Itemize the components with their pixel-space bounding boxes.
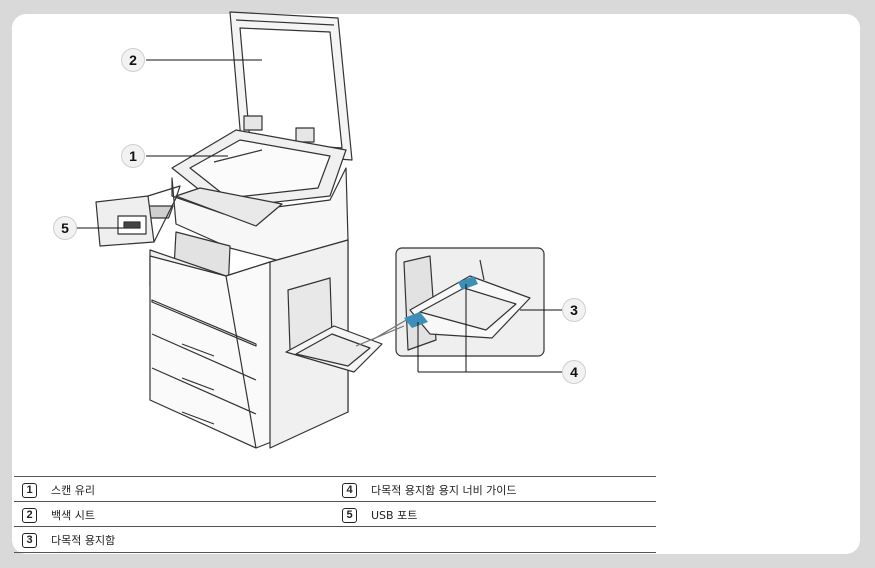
legend-number: 3	[22, 532, 37, 548]
control-panel	[175, 187, 283, 227]
legend-row: 3 다목적 용지함	[14, 526, 656, 553]
legend-row: 2 백색 시트 5 USB 포트	[14, 501, 656, 527]
legend-text: USB 포트	[371, 509, 418, 522]
legend-text: 다목적 용지함	[51, 534, 116, 547]
legend-number: 4	[342, 482, 357, 498]
legend-number: 5	[342, 507, 357, 523]
legend-text: 다목적 용지함 용지 너비 가이드	[371, 484, 517, 497]
callout-4: 4	[563, 361, 585, 383]
callout-3: 3	[563, 299, 585, 321]
legend-number: 1	[22, 482, 37, 498]
legend-row: 1 스캔 유리 4 다목적 용지함 용지 너비 가이드	[14, 476, 656, 502]
legend-text: 스캔 유리	[51, 484, 95, 497]
callout-1: 1	[122, 145, 144, 167]
legend-text: 백색 시트	[51, 509, 95, 522]
legend-number: 2	[22, 507, 37, 523]
width-guide-accent	[458, 276, 478, 290]
callout-2: 2	[122, 49, 144, 71]
callout-5: 5	[54, 217, 76, 239]
